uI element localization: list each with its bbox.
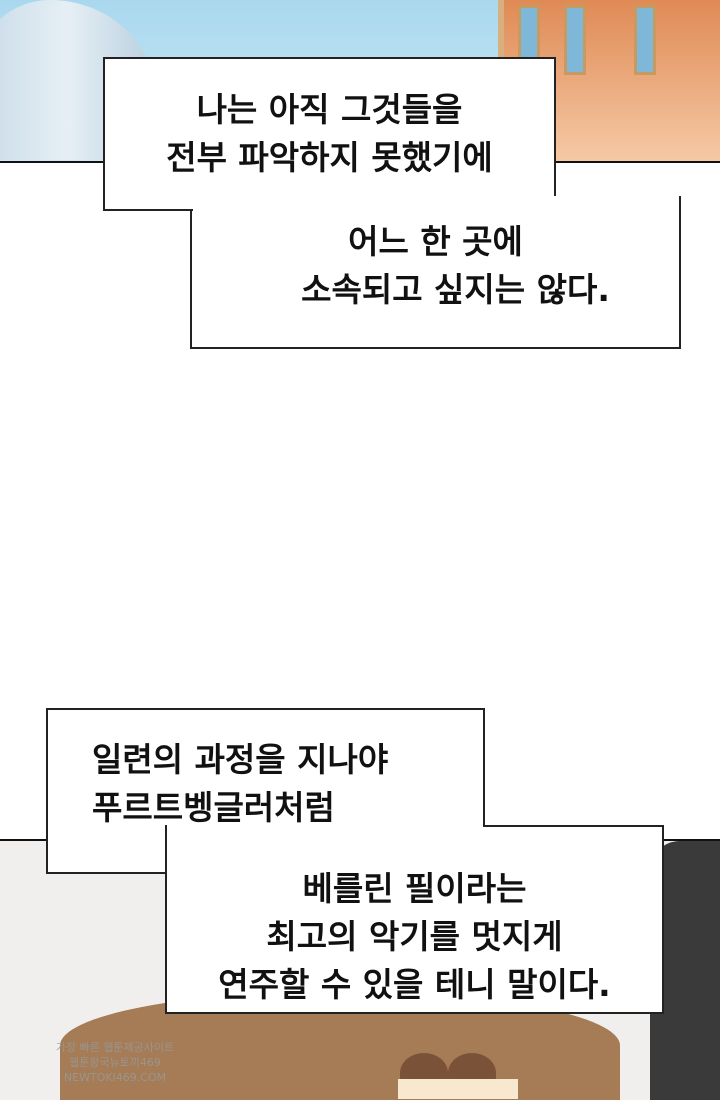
bubble-line: 나는 아직 그것들을 bbox=[196, 90, 463, 129]
watermark: 가장 빠른 웹툰제공사이트 웹툰왕국뉴토끼469 NEWTOKI469.COM bbox=[48, 1040, 182, 1085]
bubble-line: 푸르트벵글러처럼 bbox=[92, 788, 335, 827]
bubble-line: 연주할 수 있을 테니 말이다. bbox=[218, 965, 611, 1004]
building-window bbox=[564, 5, 586, 75]
bubble-line: 전부 파악하지 못했기에 bbox=[166, 138, 493, 177]
watermark-line: 웹툰왕국뉴토끼469 bbox=[69, 1056, 161, 1069]
bubble-line: 베를린 필이라는 bbox=[302, 869, 527, 908]
bubble-line: 소속되고 싶지는 않다. bbox=[301, 270, 610, 309]
bubble-line: 최고의 악기를 멋지게 bbox=[266, 917, 563, 956]
watermark-line: NEWTOKI469.COM bbox=[63, 1071, 167, 1084]
building-window bbox=[634, 5, 656, 75]
bubble-line: 일련의 과정을 지나야 bbox=[92, 740, 389, 779]
bubble-line: 어느 한 곳에 bbox=[348, 222, 523, 261]
speech-box-2: 어느 한 곳에 소속되고 싶지는 않다. bbox=[190, 196, 681, 349]
speech-box-1: 나는 아직 그것들을 전부 파악하지 못했기에 bbox=[103, 57, 556, 211]
box-joint bbox=[103, 196, 193, 211]
character-face bbox=[398, 1079, 518, 1099]
watermark-line: 가장 빠른 웹툰제공사이트 bbox=[55, 1041, 175, 1054]
box-overlap-fill bbox=[167, 823, 483, 871]
